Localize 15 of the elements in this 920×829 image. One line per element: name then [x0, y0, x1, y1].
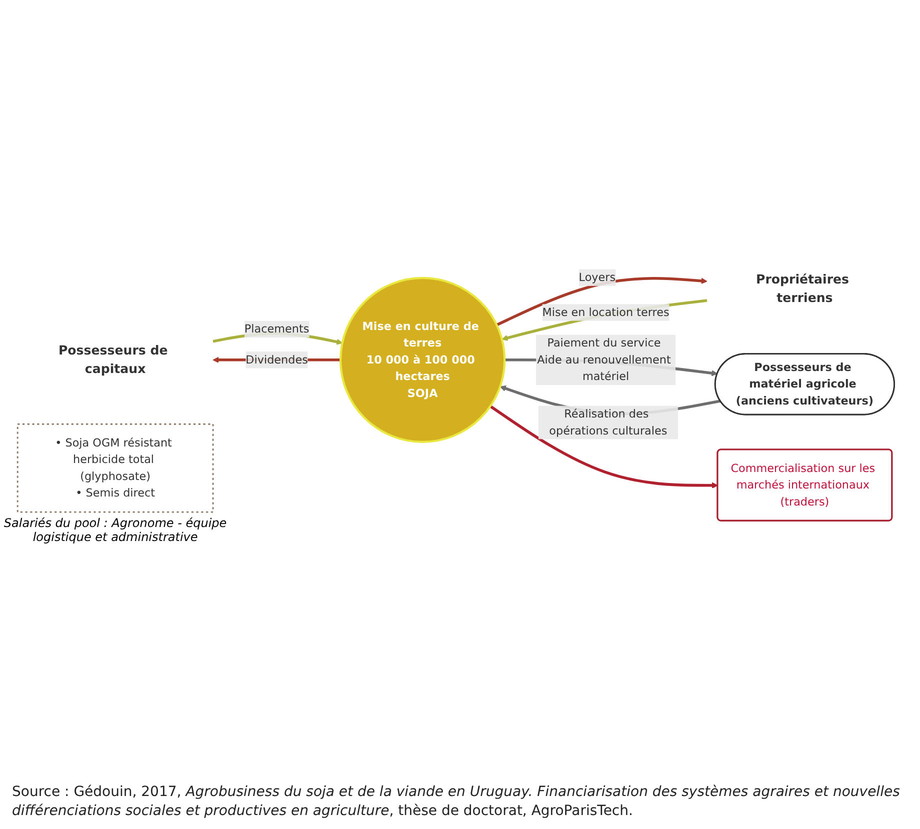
edge-label: Mise en location terres — [542, 304, 670, 318]
edge-label: Placements — [244, 322, 310, 335]
arrow — [496, 276, 708, 326]
source-caption: Source : Gédouin, 2017, Agrobusiness du soja et de la viande en Uruguay. Financiarisation des systèmes agraires et nouvelles différenciations sociales et productives en agriculture, thèse de doctorat, AgroParisTech. — [12, 783, 901, 821]
arrow — [490, 404, 718, 488]
edge-label: Paiement du service Aide au renouvellement matériel — [537, 336, 671, 382]
edge-label: Réalisation des opérations culturales — [549, 406, 668, 437]
node-text: Propriétaires terriens — [756, 272, 850, 306]
node-text: Possesseurs de capitaux — [58, 342, 168, 376]
node-box: • Soja OGM résistant herbicide total (glyphosate) • Semis direct — [16, 422, 214, 512]
arrow — [502, 298, 708, 340]
node-caption: Salariés du pool : Agronome - équipe logistique et administrative — [2, 516, 228, 544]
edge-label: Loyers — [578, 270, 616, 284]
node-circle: Mise en culture de terres 10 000 à 100 000 hectares SOJA — [340, 276, 506, 442]
edge-label: Dividendes — [246, 352, 308, 366]
